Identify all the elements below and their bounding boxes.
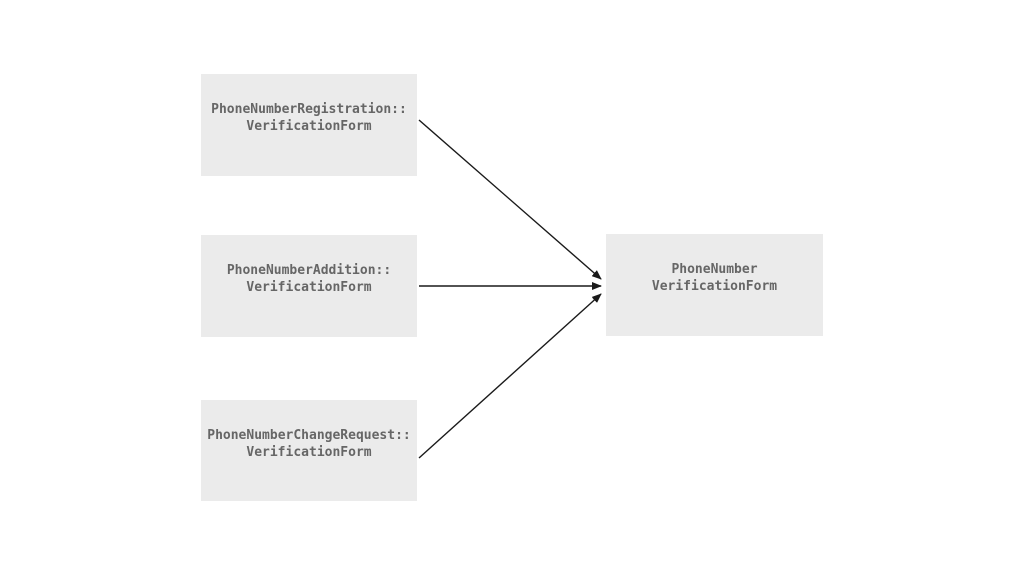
edge-changerequest-to-target	[418, 293, 602, 459]
node-phone-number-registration-verification-form[interactable]: PhoneNumberRegistration:: VerificationFo…	[201, 74, 417, 176]
node-label: PhoneNumber VerificationForm	[651, 262, 778, 294]
node-label: PhoneNumberChangeRequest:: VerificationF…	[207, 427, 411, 460]
node-label: PhoneNumberAddition:: VerificationForm	[226, 263, 392, 295]
node-phone-number-addition-verification-form[interactable]: PhoneNumberAddition:: VerificationForm	[201, 235, 417, 337]
edge-registration-to-target	[418, 119, 602, 280]
node-label: PhoneNumberRegistration:: VerificationFo…	[211, 102, 407, 134]
node-phone-number-change-request-verification-form[interactable]: PhoneNumberChangeRequest:: VerificationF…	[201, 400, 417, 501]
node-phone-number-verification-form[interactable]: PhoneNumber VerificationForm	[606, 234, 823, 336]
